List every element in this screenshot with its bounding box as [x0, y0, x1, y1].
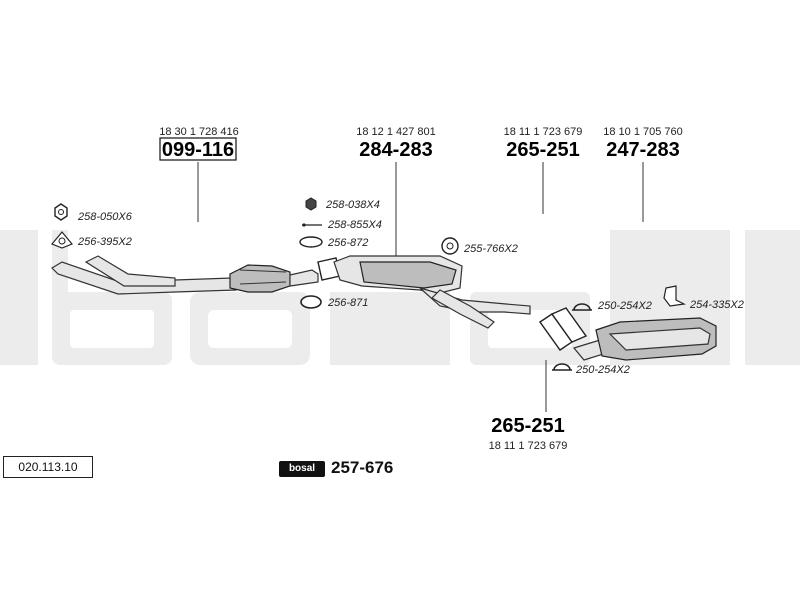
diagram-id: 020.113.10: [3, 456, 93, 478]
assembly-header-4: 18 10 1 705 760 247-283: [603, 126, 683, 161]
leader-lines: [197, 162, 644, 412]
callout-250-254x2-lower: 250-254X2: [552, 363, 630, 376]
assembly-header-1: 18 30 1 728 416 099-116: [159, 126, 239, 161]
oem-number: 18 11 1 723 679: [504, 126, 583, 138]
assembly-header-3: 18 11 1 723 679 265-251: [504, 126, 583, 161]
gasket-ring-icon: [300, 295, 322, 309]
part-number-frame: [159, 137, 237, 161]
callout-label: 258-855X4: [327, 219, 382, 231]
callout-label: 254-335X2: [689, 299, 744, 311]
part-number: 265-251: [491, 415, 564, 437]
assembly-header-2: 18 12 1 427 801 284-283: [356, 126, 436, 161]
bosal-logo-badge: bosal: [279, 461, 325, 477]
clamp-icon: [573, 303, 591, 311]
oem-number: 18 10 1 705 760: [603, 126, 683, 138]
rear-muffler: [572, 317, 717, 361]
oem-number: 18 30 1 728 416: [159, 126, 239, 138]
callout-label: 256-395X2: [77, 236, 132, 248]
part-number: 284-283: [359, 139, 432, 161]
nut-icon: [305, 197, 317, 211]
callout-label: 250-254X2: [597, 300, 652, 312]
callout-254-335x2: 254-335X2: [663, 285, 744, 311]
callout-256-395x2: 256-395X2: [51, 231, 132, 249]
part-number: 247-283: [606, 139, 679, 161]
callout-258-855x4: 258-855X4: [302, 219, 382, 231]
kit-number: 257-676: [331, 458, 394, 477]
callout-258-050x6: 258-050X6: [54, 203, 133, 223]
middle-pipe-pieces: [539, 307, 588, 351]
hanger-bracket-icon: [663, 285, 686, 307]
callout-label: 256-872: [327, 237, 368, 249]
front-pipe-catalyst: [51, 255, 319, 295]
center-pipe-muffler: [317, 255, 531, 329]
callout-label: 258-050X6: [77, 211, 133, 223]
callout-256-872: 256-872: [299, 236, 368, 249]
callout-label: 250-254X2: [575, 364, 630, 376]
oem-number: 18 12 1 427 801: [356, 126, 436, 138]
callout-258-038x4: 258-038X4: [305, 197, 380, 211]
gasket-ring-icon: [299, 236, 323, 248]
part-number: 099-116: [162, 139, 234, 161]
callout-255-766x2: 255-766X2: [441, 237, 518, 255]
part-number: 265-251: [506, 139, 579, 161]
oem-number: 18 11 1 723 679: [489, 440, 568, 452]
clamp-icon: [553, 363, 571, 371]
callout-label: 256-871: [327, 297, 368, 309]
callout-250-254x2-upper: 250-254X2: [572, 300, 652, 312]
callout-label: 255-766X2: [463, 243, 518, 255]
assembly-header-5: 265-251 18 11 1 723 679: [489, 415, 568, 452]
callout-256-871: 256-871: [300, 295, 368, 309]
callout-label: 258-038X4: [325, 199, 380, 211]
